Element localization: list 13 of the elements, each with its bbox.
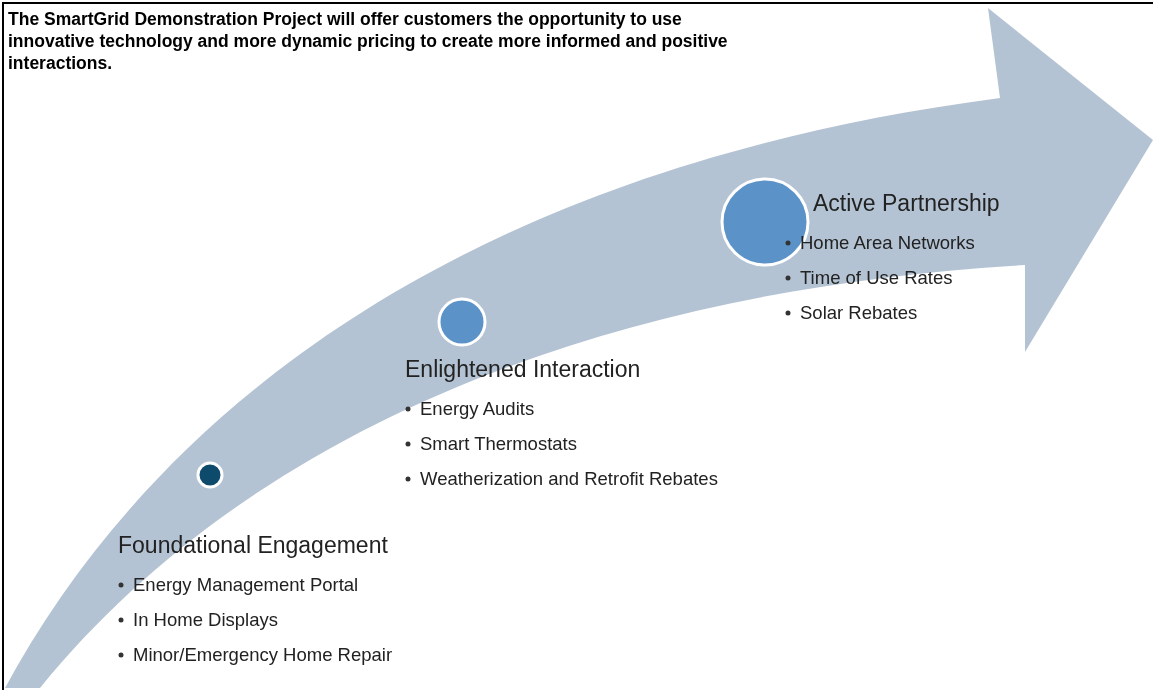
title: The SmartGrid Demonstration Project will offer customers the opportunity to use innovative technology and more dynamic pricing to create more informed and positive interactions. bbox=[8, 8, 729, 74]
bullet-text: Smart Thermostats bbox=[420, 432, 577, 455]
bullet-text: Weatherization and Retrofit Rebates bbox=[420, 467, 718, 490]
stage-heading: Active Partnership bbox=[813, 190, 1000, 217]
bullet-text: In Home Displays bbox=[133, 608, 278, 631]
bullet-text: Time of Use Rates bbox=[800, 266, 953, 289]
bullet-text: Energy Audits bbox=[420, 397, 535, 420]
bullet-text: Home Area Networks bbox=[800, 231, 975, 254]
stage-heading: Enlightened Interaction bbox=[405, 356, 641, 383]
bullet-text: Solar Rebates bbox=[800, 301, 918, 324]
bullet-text: Energy Management Portal bbox=[133, 573, 359, 596]
stage-heading: Foundational Engagement bbox=[118, 532, 388, 559]
bullet-text: Minor/Emergency Home Repair bbox=[133, 643, 393, 666]
